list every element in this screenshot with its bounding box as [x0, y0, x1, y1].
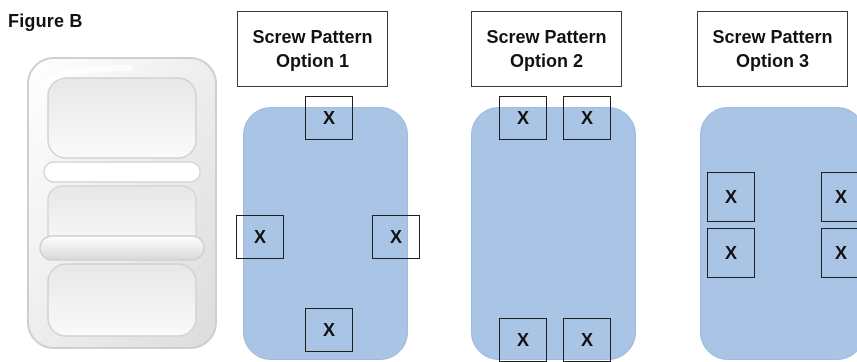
holder-bottom-recess — [47, 263, 197, 337]
option-3-title-box: Screw Pattern Option 3 — [697, 11, 848, 87]
option-2-screw-bottom-right: X — [563, 318, 611, 362]
figure-label: Figure B — [8, 11, 83, 31]
option-2-title-box: Screw Pattern Option 2 — [471, 11, 622, 87]
option-1-plate: X X X X — [236, 96, 420, 360]
holder-top-recess — [47, 77, 197, 159]
toilet-paper-holder-photo — [27, 57, 217, 349]
holder-shelf — [43, 161, 201, 183]
option-3-screw-left-lower: X — [707, 228, 755, 278]
option-2-screw-bottom-left: X — [499, 318, 547, 362]
option-1-screw-right: X — [372, 215, 420, 259]
option-1-title-box: Screw Pattern Option 1 — [237, 11, 388, 87]
option-2-title: Screw Pattern Option 2 — [486, 27, 607, 71]
option-3-screw-right-upper: X — [821, 172, 857, 222]
option-2-screw-top-right: X — [563, 96, 611, 140]
option-3-screw-right-lower: X — [821, 228, 857, 278]
option-3-plate: X X X X — [700, 107, 857, 360]
option-1-screw-bottom: X — [305, 308, 353, 352]
option-1-title: Screw Pattern Option 1 — [252, 27, 373, 71]
holder-roller — [39, 235, 205, 261]
option-1-screw-left: X — [236, 215, 284, 259]
option-3-screw-left-upper: X — [707, 172, 755, 222]
option-1-screw-top: X — [305, 96, 353, 140]
option-3-title: Screw Pattern Option 3 — [712, 27, 833, 71]
option-2-screw-top-left: X — [499, 96, 547, 140]
option-2-plate: X X X X — [471, 96, 636, 362]
